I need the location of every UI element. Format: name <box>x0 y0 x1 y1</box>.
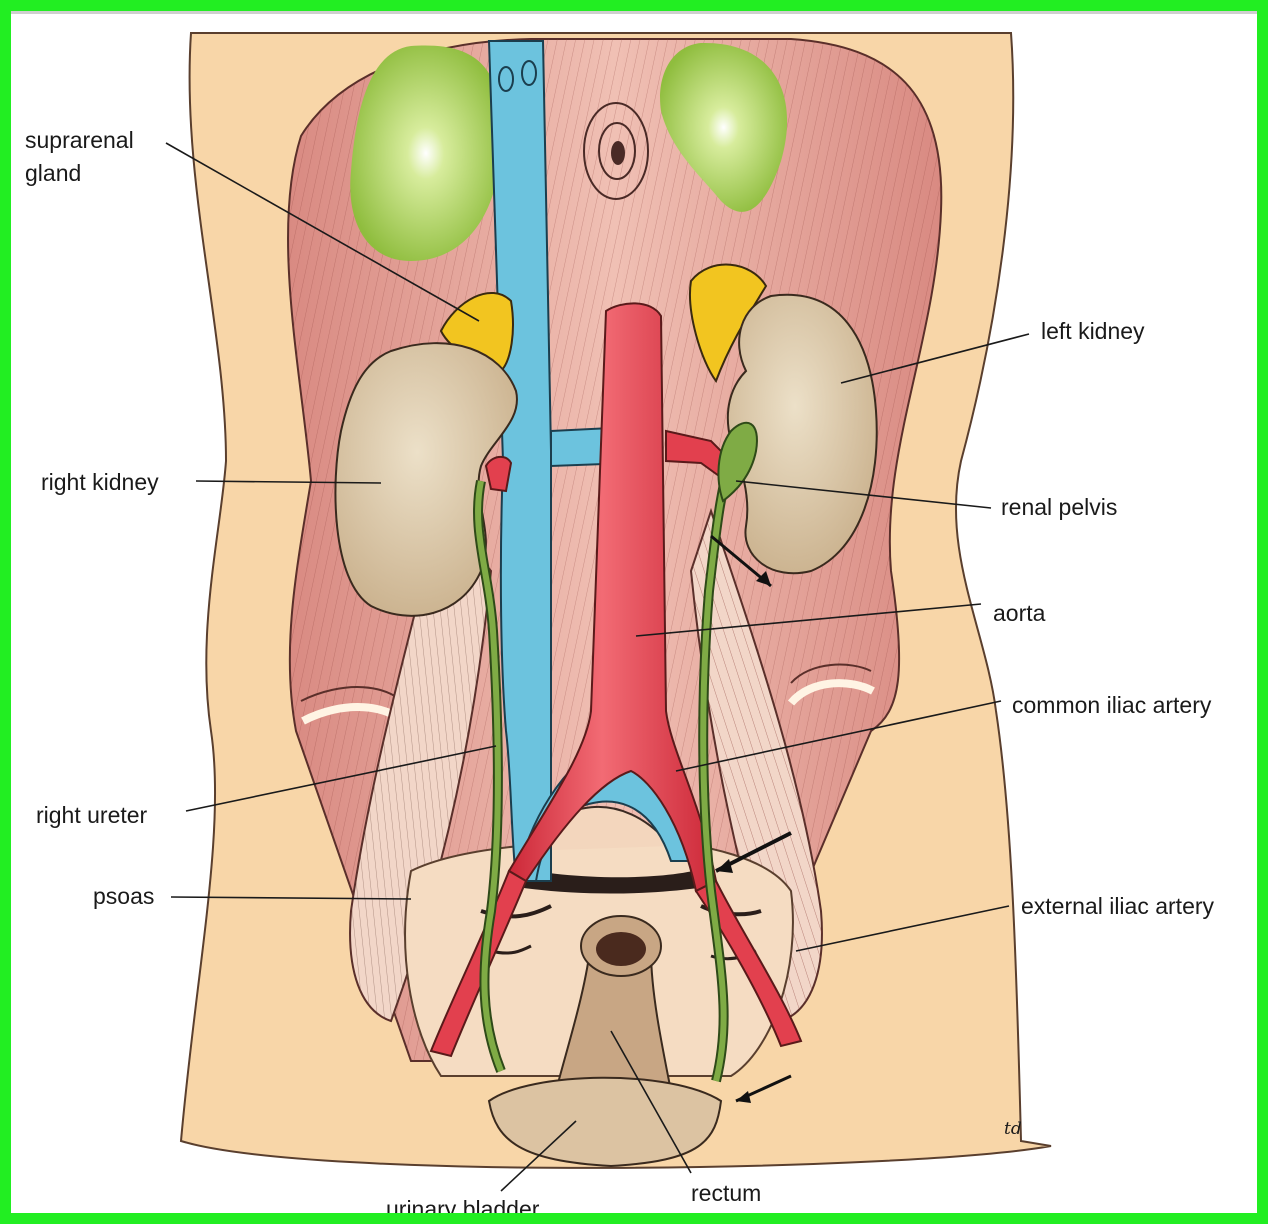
label-left-kidney: left kidney <box>1041 316 1145 347</box>
artist-signature: td <box>1004 1114 1022 1145</box>
label-psoas: psoas <box>93 881 154 912</box>
label-common-iliac-artery: common iliac artery <box>1012 690 1211 721</box>
label-suprarenal-gland-line1: suprarenal <box>25 125 134 156</box>
label-urinary-bladder: urinary bladder <box>386 1194 539 1224</box>
label-external-iliac-artery: external iliac artery <box>1021 891 1214 922</box>
abdomen-illustration <box>11 11 1257 1213</box>
label-rectum: rectum <box>691 1178 761 1209</box>
label-right-kidney: right kidney <box>41 467 159 498</box>
label-aorta: aorta <box>993 598 1045 629</box>
label-suprarenal-gland-line2: gland <box>25 158 81 189</box>
label-right-ureter: right ureter <box>36 800 147 831</box>
label-renal-pelvis: renal pelvis <box>1001 492 1117 523</box>
